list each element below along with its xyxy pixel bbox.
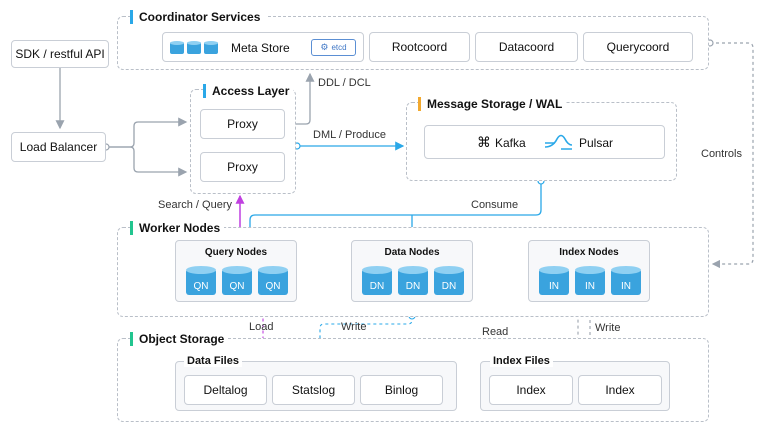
node-label: DN — [369, 281, 385, 292]
write-index-label: Write — [595, 322, 621, 334]
worker-nodes-title: Worker Nodes — [130, 221, 225, 235]
kafka-icon: ⌘ — [477, 134, 491, 150]
binlog-box: Binlog — [360, 375, 443, 405]
load-balancer-label: Load Balancer — [19, 140, 98, 154]
sdk-box: SDK / restful API — [11, 40, 109, 68]
load-balancer-box: Load Balancer — [11, 132, 106, 162]
deltalog-label: Deltalog — [203, 383, 248, 397]
datacoord-box: Datacoord — [475, 32, 578, 62]
db-cylinder-icon — [434, 266, 464, 295]
db-cylinder-icon — [222, 266, 252, 295]
node-label: QN — [193, 281, 209, 292]
node-label: IN — [585, 281, 595, 292]
consume-line — [245, 181, 542, 238]
db-cylinder-icon — [398, 266, 428, 295]
rootcoord-box: Rootcoord — [369, 32, 470, 62]
ddl-line — [287, 72, 315, 125]
proxy-label-1: Proxy — [227, 117, 258, 131]
data-nodes-title: Data Nodes — [384, 247, 440, 258]
db-cylinder-icon — [362, 266, 392, 295]
node-label: IN — [621, 281, 631, 292]
index-box-2: Index — [578, 375, 662, 405]
db-cylinder-icon — [258, 266, 288, 295]
deltalog-box: Deltalog — [184, 375, 267, 405]
lb-to-proxy2-line — [106, 146, 188, 177]
node-label: IN — [549, 281, 559, 292]
meta-store-label: Meta Store — [231, 41, 290, 55]
data-node-2: DN — [398, 265, 428, 299]
pulsar-label: Pulsar — [579, 136, 614, 150]
index-nodes-title: Index Nodes — [559, 247, 619, 258]
query-nodes-panel: Query Nodes QN QN QN — [175, 240, 297, 302]
proxy-box-2: Proxy — [200, 152, 285, 182]
message-storage-title: Message Storage / WAL — [418, 97, 567, 111]
pulsar-icon — [544, 134, 573, 150]
statslog-box: Statslog — [272, 375, 355, 405]
object-storage-title: Object Storage — [130, 332, 229, 346]
query-node-1: QN — [186, 265, 216, 299]
binlog-label: Binlog — [384, 383, 419, 397]
index-label-1: Index — [516, 383, 546, 397]
index-nodes-panel: Index Nodes IN IN IN — [528, 240, 650, 302]
query-node-2: QN — [222, 265, 252, 299]
controls-line — [710, 42, 754, 269]
node-label: QN — [265, 281, 281, 292]
node-label: DN — [405, 281, 421, 292]
index-box-1: Index — [489, 375, 573, 405]
data-files-title: Data Files — [184, 355, 242, 367]
etcd-label: etcd — [331, 43, 347, 52]
coordinator-title: Coordinator Services — [130, 10, 267, 24]
proxy-box-1: Proxy — [200, 109, 285, 139]
meta-store-box: Meta Store ⚙ etcd — [162, 32, 364, 62]
controls-label: Controls — [701, 148, 742, 160]
querycoord-label: Querycoord — [606, 40, 670, 54]
index-node-2: IN — [575, 265, 605, 299]
db-cylinder-icon — [611, 266, 641, 295]
etcd-icon: ⚙ — [320, 42, 329, 52]
read-label: Read — [482, 326, 509, 338]
ddl-dcl-label: DDL / DCL — [318, 77, 371, 89]
proxy-label-2: Proxy — [227, 160, 258, 174]
access-layer-title: Access Layer — [203, 84, 294, 98]
etcd-badge: ⚙ etcd — [311, 39, 356, 56]
query-node-3: QN — [258, 265, 288, 299]
datacoord-label: Datacoord — [498, 40, 555, 54]
consume-label: Consume — [471, 199, 519, 211]
db-cylinder-icon — [575, 266, 605, 295]
sdk-label: SDK / restful API — [15, 47, 105, 61]
search-query-label: Search / Query — [158, 199, 232, 211]
rootcoord-label: Rootcoord — [391, 40, 448, 54]
db-cylinder-icon — [186, 266, 216, 295]
lb-to-proxy1-line — [106, 117, 188, 148]
statslog-label: Statslog — [291, 383, 336, 397]
db-cylinder-icon — [539, 266, 569, 295]
kafka-label: Kafka — [495, 136, 526, 150]
index-label-2: Index — [605, 383, 635, 397]
data-node-1: DN — [362, 265, 392, 299]
data-node-3: DN — [434, 265, 464, 299]
querycoord-box: Querycoord — [583, 32, 693, 62]
node-label: DN — [441, 281, 457, 292]
index-files-title: Index Files — [490, 355, 553, 367]
index-node-3: IN — [611, 265, 641, 299]
node-label: QN — [229, 281, 245, 292]
data-nodes-panel: Data Nodes DN DN DN — [351, 240, 473, 302]
load-label: Load — [249, 321, 274, 333]
query-nodes-title: Query Nodes — [204, 247, 268, 258]
write-data-label: Write — [341, 321, 367, 333]
meta-store-db-icon — [170, 41, 218, 54]
wal-box: ⌘ Kafka Pulsar — [424, 125, 665, 159]
dml-produce-label: DML / Produce — [313, 129, 386, 141]
index-node-1: IN — [539, 265, 569, 299]
